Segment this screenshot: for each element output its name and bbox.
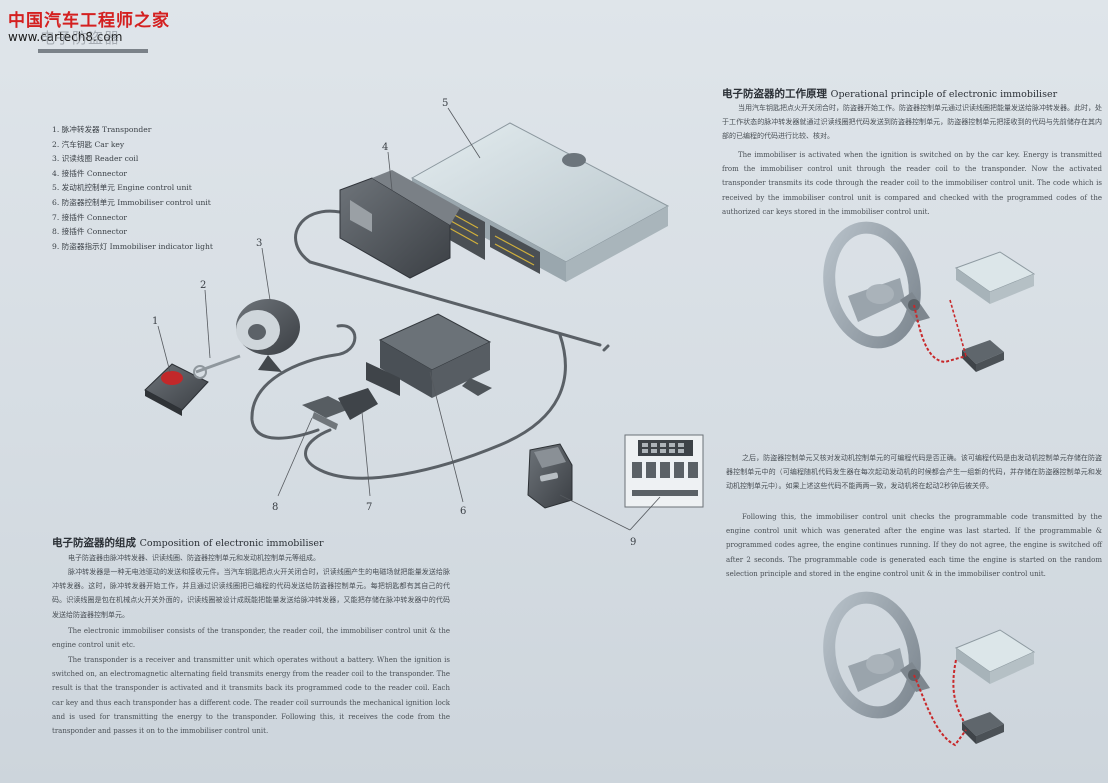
watermark-underline [38,49,148,53]
callout-numbers: 1 2 3 4 5 6 7 8 9 [152,98,636,548]
principle-heading: 电子防盗器的工作原理 Operational principle of elec… [722,86,1057,101]
principle-diagram-start [823,221,1036,372]
principle-diagram-running [823,591,1036,747]
composition-cn-body: 脉冲转发器是一种无电池驱动的发送和接收元件。当汽车钥匙把点火开关闭合时，识读线圈… [52,568,450,619]
composition-title-en: Composition of electronic immobiliser [139,538,324,549]
reader-coil [236,299,300,372]
composition-en-body: The transponder is a receiver and transm… [52,656,450,736]
principle-cn-p1: 当用汽车钥匙把点火开关闭合时，防盗器开始工作。防盗器控制单元通过识读线圈把能量发… [722,104,1102,141]
legend-item: 3. 识读线圈 Reader coil [52,154,139,164]
ecu-connector [339,170,460,279]
instrument-panel-inset [624,434,704,508]
principle-title-en: Operational principle of electronic immo… [830,89,1058,100]
callout-lines [157,107,661,531]
callout-6: 6 [460,506,466,517]
callout-2: 2 [200,280,206,291]
callout-8: 8 [272,502,278,513]
principle-en-p2: Following this, the immobiliser control … [726,513,1102,578]
legend-item: 1. 脉冲转发器 Transponder [52,125,152,134]
legend-item: 8. 接插件 Connector [52,227,128,237]
component-legend: 1. 脉冲转发器 Transponder 2. 汽车钥匙 Car key 3. … [52,123,213,254]
composition-cn-intro: 电子防盗器由脉冲转发器、识读线圈、防盗器控制单元和发动机控制单元等组成。 [68,554,320,562]
principle-en-p1: The immobiliser is activated when the ig… [722,151,1102,216]
immobiliser-indicator-light [527,434,704,509]
callout-9: 9 [630,537,636,548]
legend-item: 6. 防盗器控制单元 Immobiliser control unit [52,197,211,207]
watermark-faint-title: 电子防盗器 [40,29,121,47]
callout-1: 1 [152,316,158,327]
wiring-harness [250,209,610,480]
composition-en-intro: The electronic immobiliser consists of t… [52,627,450,650]
watermark-url-text[interactable]: www.cartech8.com [8,30,123,44]
principle-title-cn: 电子防盗器的工作原理 [722,88,827,100]
watermark: 中国汽车工程师之家 www.cartech8.com 电子防盗器 [8,6,170,47]
legend-item: 4. 接插件 Connector [52,168,128,178]
principle-cn-p2: 之后，防盗器控制单元又核对发动机控制单元的可编程代码是否正确。该可编程代码是由发… [726,454,1102,491]
legend-item: 7. 接插件 Connector [52,212,128,222]
callout-4: 4 [382,142,388,153]
callout-7: 7 [366,502,372,513]
legend-item: 9. 防盗器指示灯 Immobiliser indicator light [52,241,213,251]
watermark-site-name: 中国汽车工程师之家 [8,11,170,31]
wire-connectors [302,388,378,430]
legend-item: 2. 汽车钥匙 Car key [52,139,125,149]
composition-title-cn: 电子防盗器的组成 [52,537,136,549]
watermark-url[interactable]: www.cartech8.com 电子防盗器 [8,29,170,47]
callout-5: 5 [442,98,448,109]
composition-heading: 电子防盗器的组成 Composition of electronic immob… [52,535,324,550]
immobiliser-control-unit [366,313,492,398]
transponder-and-key [144,354,241,416]
callout-3: 3 [256,238,262,249]
legend-item: 5. 发动机控制单元 Engine control unit [52,183,192,193]
